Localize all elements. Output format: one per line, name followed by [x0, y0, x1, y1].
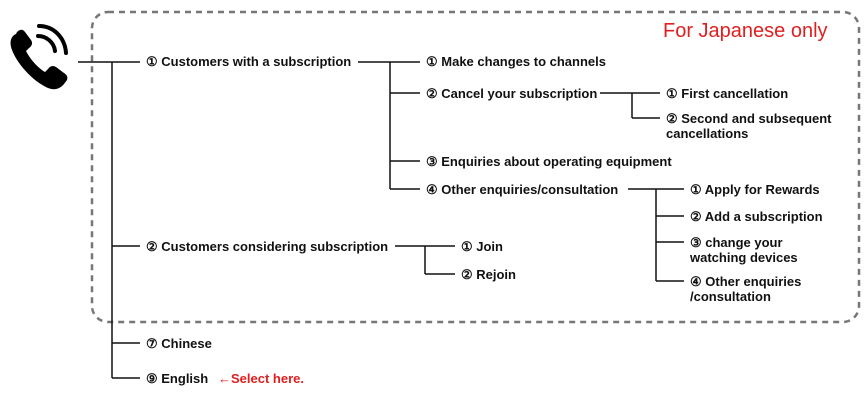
japanese-only-notice: For Japanese only — [663, 20, 828, 42]
menu-item-join[interactable]: ① Join — [461, 239, 503, 254]
menu-item-first-cancellation[interactable]: ① First cancellation — [666, 86, 789, 101]
menu-item-rejoin[interactable]: ② Rejoin — [461, 267, 516, 282]
menu-item-other-enquiries-sub[interactable]: ④ Other enquiries /consultation — [690, 274, 802, 304]
menu-item-change-watching-devices[interactable]: ③ change your watching devices — [690, 235, 798, 265]
menu-item-make-changes-to-channels[interactable]: ① Make changes to channels — [426, 54, 606, 69]
menu-item-enquiries-operating-equipment[interactable]: ③ Enquiries about operating equipment — [426, 154, 672, 169]
japanese-only-dashed-box — [90, 10, 861, 324]
select-here-hint: ←Select here. — [218, 371, 304, 386]
menu-item-cancel-subscription[interactable]: ② Cancel your subscription — [426, 86, 598, 101]
menu-item-customers-considering-subscription[interactable]: ② Customers considering subscription — [146, 239, 389, 254]
phone-icon — [10, 24, 68, 90]
menu-item-add-subscription[interactable]: ② Add a subscription — [690, 209, 823, 224]
menu-item-chinese[interactable]: ⑦ Chinese — [146, 336, 212, 351]
menu-item-second-cancellations[interactable]: ② Second and subsequent cancellations — [666, 111, 832, 141]
menu-item-english[interactable]: ⑨ English — [146, 371, 209, 386]
menu-item-customers-with-subscription[interactable]: ① Customers with a subscription — [146, 54, 352, 69]
menu-item-apply-for-rewards[interactable]: ① Apply for Rewards — [690, 182, 820, 197]
menu-item-other-enquiries-consultation[interactable]: ④ Other enquiries/consultation — [426, 182, 619, 197]
